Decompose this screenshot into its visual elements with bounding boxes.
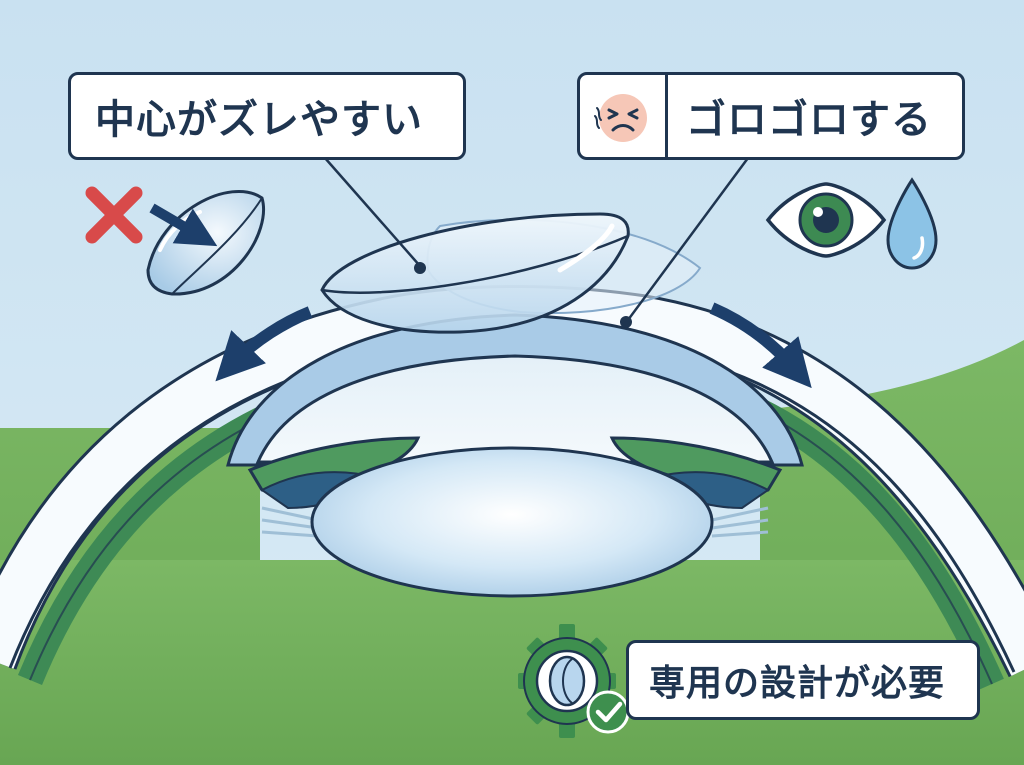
- leader-dot-right: [620, 316, 632, 328]
- zonule-right: [711, 506, 769, 538]
- contact-lens-highlight: [557, 223, 615, 273]
- tear-drop-icon: [886, 177, 938, 270]
- leader-line-left: [324, 157, 421, 267]
- arrow-off-center: [149, 203, 218, 247]
- arrow-slide-left: [215, 306, 313, 382]
- callout-gritty: ゴロゴロする: [577, 72, 965, 160]
- check-badge-icon: [586, 690, 630, 734]
- zonule-left: [261, 506, 319, 538]
- crystalline-lens: [310, 446, 714, 598]
- arrow-slide-right: [709, 302, 812, 389]
- callout-off-center: 中心がズレやすい: [68, 72, 466, 160]
- anterior-chamber: [255, 354, 775, 464]
- eye-icon: [765, 182, 887, 258]
- callout-gritty-label: ゴロゴロする: [686, 97, 932, 143]
- face-cell: [580, 75, 668, 157]
- callout-special-design: 専用の設計が必要: [626, 640, 980, 720]
- callout-special-design-label: 専用の設計が必要: [649, 663, 946, 704]
- callout-off-center-label: 中心がズレやすい: [95, 97, 423, 143]
- uneasy-face-icon: [593, 94, 647, 142]
- red-x-icon: [85, 186, 143, 244]
- leader-dot-left: [414, 262, 426, 274]
- leader-line-right: [626, 157, 750, 321]
